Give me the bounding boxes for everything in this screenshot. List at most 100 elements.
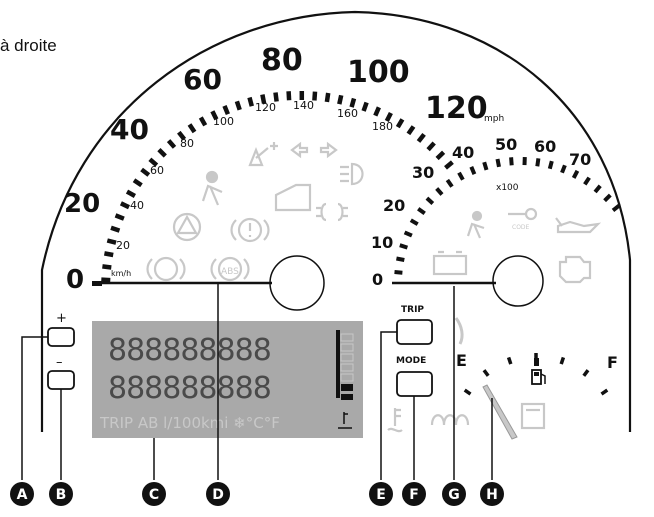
tacho-tick-5: [417, 207, 426, 216]
kmh-label-120: 120: [255, 101, 276, 114]
brake-warning-icon: [230, 217, 270, 243]
tacho-tick-1: [396, 256, 405, 262]
speed-tick-9: [140, 167, 151, 177]
callout-line-a: [21, 336, 48, 480]
fuel-tick-6: [600, 388, 609, 396]
fuel-tick-4: [559, 356, 566, 365]
kmh-unit: km/h: [111, 269, 131, 278]
kmh-label-100: 100: [213, 115, 234, 128]
fuel-tick-2: [506, 356, 513, 365]
kmh-label-80: 80: [180, 137, 194, 150]
callout-d: D: [206, 482, 230, 506]
tacho-tick-18: [571, 169, 580, 179]
airbag-off-icon: [248, 142, 278, 167]
display-coolant-icon: [338, 412, 352, 429]
display-row-1: 888888888: [108, 333, 271, 368]
kmh-label-20: 20: [116, 239, 130, 252]
glow-plug-icon: [430, 414, 470, 426]
callout-g: G: [442, 482, 466, 506]
tacho-tick-6: [425, 196, 435, 205]
mph-label-80: 80: [261, 43, 303, 78]
tacho-label-60: 60: [534, 137, 556, 156]
speed-tick-10: [148, 157, 159, 167]
abs-warning-icon: [210, 256, 250, 282]
speed-tick-27: [349, 97, 357, 108]
callout-b: B: [49, 482, 73, 506]
speed-tick-8: [132, 178, 143, 188]
speedometer-ticks: [101, 91, 454, 283]
speed-tick-3: [106, 238, 117, 245]
callout-e-label: E: [376, 487, 386, 503]
tacho-tick-11: [482, 161, 489, 171]
tacho-tick-7: [435, 187, 444, 196]
speed-tick-19: [247, 96, 254, 107]
speed-tick-29: [373, 106, 381, 117]
speed-tick-5: [114, 213, 125, 221]
mph-label-120: 120: [425, 91, 488, 126]
oil-pressure-icon: [555, 217, 602, 234]
display-row-2: 888888888: [108, 371, 271, 406]
mph-label-20: 20: [64, 189, 100, 219]
speed-tick-26: [337, 94, 344, 105]
callout-g-label: G: [448, 487, 460, 503]
tacho-tick-2: [399, 243, 409, 250]
callout-a-label: A: [17, 487, 28, 503]
tacho-tick-12: [495, 158, 501, 168]
speed-tick-21: [273, 92, 279, 102]
speedometer-needle-tail: [92, 281, 102, 286]
mode-button[interactable]: [396, 371, 433, 397]
tacho-label-20: 20: [383, 196, 405, 215]
code-label: CODE: [512, 224, 530, 231]
display-status-line: TRIP AB l/100kmi ❄°C°F: [99, 414, 280, 432]
callout-line-e: [380, 331, 397, 480]
trip-button[interactable]: [396, 319, 433, 345]
fuel-tick-0: [463, 388, 472, 396]
plus-button[interactable]: [47, 327, 75, 347]
speed-tick-17: [222, 105, 230, 116]
speedometer-hub: [269, 255, 325, 311]
engine-check-icon: [558, 255, 592, 284]
callout-d-label: D: [212, 487, 224, 503]
tachometer-hub: [492, 255, 544, 307]
fuel-empty-label: E: [456, 351, 467, 370]
tacho-tick-9: [457, 171, 465, 181]
fuel-tick-5: [582, 369, 590, 377]
speed-tick-35: [435, 150, 446, 161]
tacho-tick-3: [403, 230, 413, 238]
tacho-multiplier: x100: [496, 183, 519, 193]
callout-a: A: [10, 482, 34, 506]
indicator-light-icon: [454, 317, 464, 345]
speed-tick-31: [395, 118, 405, 129]
speed-tick-16: [210, 110, 219, 121]
speed-tick-2: [103, 251, 114, 258]
mph-label-100: 100: [347, 55, 410, 90]
callout-c: C: [142, 482, 166, 506]
seatbelt-warning-icon: [201, 170, 223, 206]
callout-e: E: [369, 482, 393, 506]
multifunction-display: [92, 321, 363, 438]
abs-label: ABS: [221, 267, 239, 277]
speed-tick-18: [234, 100, 242, 111]
coolant-temp-icon: [387, 408, 403, 433]
tacho-label-50: 50: [495, 135, 517, 154]
plus-label: +: [56, 311, 67, 326]
high-beam-icon: [340, 162, 364, 186]
tacho-tick-19: [583, 176, 591, 186]
fuel-tick-1: [482, 369, 490, 377]
hazard-warning-icon: [172, 212, 202, 242]
tacho-tick-0: [394, 270, 403, 275]
tacho-tick-10: [469, 166, 477, 175]
speed-tick-11: [157, 148, 167, 158]
minus-button[interactable]: [47, 370, 75, 390]
speed-tick-14: [187, 123, 197, 134]
fuel-reserve-icon: [520, 402, 546, 430]
speed-tick-33: [416, 133, 426, 143]
kmh-label-160: 160: [337, 107, 358, 120]
mph-label-0: 0: [66, 265, 84, 295]
callout-b-label: B: [56, 487, 67, 503]
tacho-tick-21: [603, 193, 612, 203]
tacho-tick-15: [535, 158, 541, 167]
speed-tick-32: [406, 125, 416, 136]
tacho-tick-4: [409, 218, 419, 226]
fuel-needle: [482, 384, 518, 440]
